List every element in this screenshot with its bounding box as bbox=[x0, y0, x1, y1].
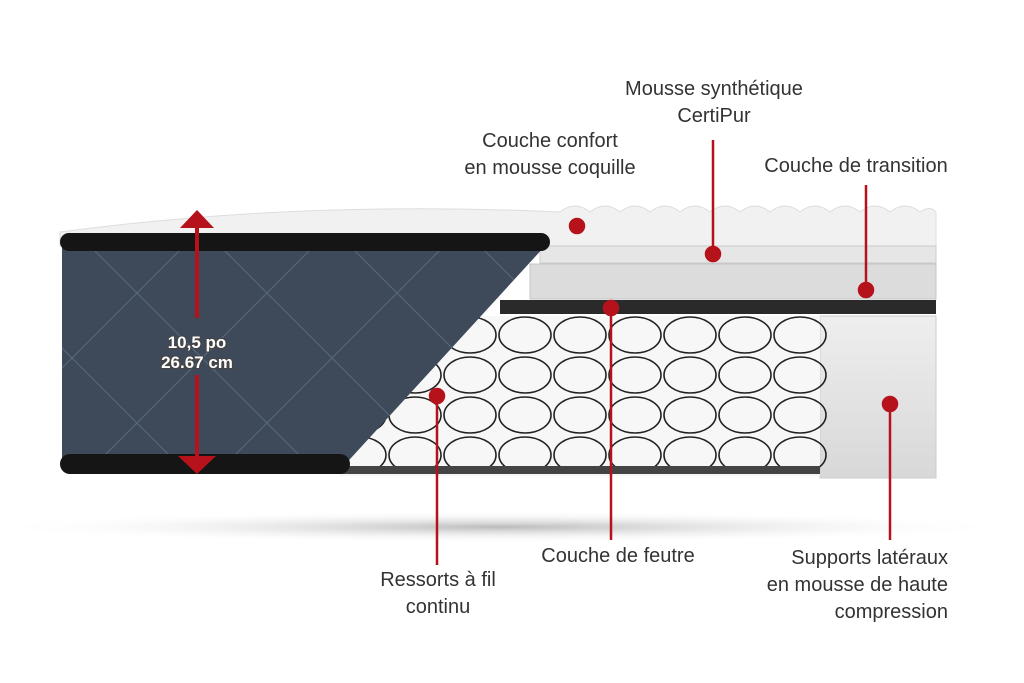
spring-coil bbox=[608, 396, 662, 434]
spring-coil bbox=[498, 316, 552, 354]
felt-layer bbox=[500, 300, 936, 314]
spring-coil bbox=[553, 396, 607, 434]
label-line: en mousse coquille bbox=[464, 157, 636, 179]
transition-layer bbox=[529, 263, 937, 300]
spring-coil bbox=[663, 356, 717, 394]
spring-coil bbox=[663, 396, 717, 434]
quilted-side-panel bbox=[62, 246, 545, 470]
spring-coil bbox=[663, 316, 717, 354]
spring-coil bbox=[553, 356, 607, 394]
callout-dot-comfort bbox=[568, 217, 586, 235]
shadow bbox=[0, 511, 1020, 543]
label-line: Mousse synthétique bbox=[625, 78, 803, 100]
height-measurement: 10,5 po 26.67 cm bbox=[140, 333, 254, 373]
callout-dot-springs bbox=[428, 387, 446, 405]
callout-dot-synthetic-foam bbox=[704, 245, 722, 263]
bottom-border bbox=[340, 466, 820, 474]
spring-coil bbox=[498, 356, 552, 394]
synthetic-foam-layer bbox=[539, 245, 937, 264]
label-side-supports: Supports latéraux en mousse de haute com… bbox=[728, 545, 948, 626]
spring-coil bbox=[553, 316, 607, 354]
quilt-stitch bbox=[62, 246, 185, 470]
spring-coil bbox=[443, 396, 497, 434]
label-line: Couche confort bbox=[482, 130, 618, 152]
spring-coil bbox=[773, 316, 827, 354]
label-line: compression bbox=[834, 601, 948, 623]
spring-coil bbox=[498, 396, 552, 434]
quilt-stitch bbox=[0, 246, 54, 470]
top-piping bbox=[60, 233, 550, 251]
label-line: Couche de feutre bbox=[541, 545, 695, 567]
label-line: en mousse de haute bbox=[766, 574, 948, 596]
callout-dot-transition bbox=[857, 281, 875, 299]
spring-coil bbox=[443, 356, 497, 394]
spring-coil bbox=[773, 396, 827, 434]
label-comfort-layer: Couche confort en mousse coquille bbox=[440, 128, 660, 182]
spring-coil bbox=[608, 356, 662, 394]
spring-coil bbox=[718, 356, 772, 394]
spring-coil bbox=[608, 316, 662, 354]
label-felt-layer: Couche de feutre bbox=[508, 543, 728, 570]
height-imperial: 10,5 po bbox=[167, 333, 227, 352]
label-line: Couche de transition bbox=[764, 155, 948, 177]
callout-dot-felt bbox=[602, 299, 620, 317]
height-arrow bbox=[178, 210, 216, 474]
spring-coil bbox=[718, 316, 772, 354]
callout-dot-side-supports bbox=[881, 395, 899, 413]
label-transition-layer: Couche de transition bbox=[746, 153, 966, 180]
spring-coil bbox=[718, 396, 772, 434]
height-metric: 26.67 cm bbox=[161, 353, 233, 372]
label-line: Supports latéraux bbox=[791, 547, 948, 569]
label-synthetic-foam: Mousse synthétique CertiPur bbox=[604, 76, 824, 130]
side-support-foam bbox=[819, 315, 937, 479]
callouts bbox=[428, 140, 899, 565]
label-line: Ressorts à fil bbox=[380, 569, 496, 591]
quilt-stitch bbox=[89, 246, 315, 470]
quilt-stitch bbox=[219, 246, 445, 470]
label-springs: Ressorts à fil continu bbox=[338, 567, 538, 621]
label-line: CertiPur bbox=[677, 105, 751, 127]
spring-coil bbox=[773, 356, 827, 394]
quilt-stitch bbox=[0, 246, 54, 470]
label-line: continu bbox=[405, 596, 471, 618]
